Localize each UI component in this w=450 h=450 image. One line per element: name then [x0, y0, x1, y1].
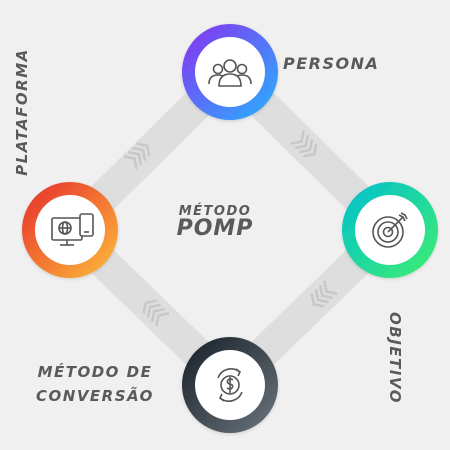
chevron-group-right-top — [290, 130, 318, 158]
label-plataforma: PLATAFORMA — [13, 48, 31, 176]
node-plataforma[interactable] — [22, 182, 118, 278]
label-persona: PERSONA — [283, 54, 380, 73]
center-title: MÉTODO POMP — [140, 204, 290, 241]
monitor-phone-icon — [51, 213, 94, 246]
chevron-group-left-top — [123, 142, 151, 170]
node-objetivo[interactable] — [342, 182, 438, 278]
label-objetivo: OBJETIVO — [386, 312, 404, 404]
node-persona[interactable] — [182, 24, 278, 120]
label-conversao: MÉTODO DE CONVERSÃO — [36, 360, 154, 408]
dollar-cycle-icon — [217, 368, 243, 402]
target-icon — [372, 212, 408, 248]
people-group-icon — [208, 59, 252, 87]
chevrons — [123, 130, 338, 327]
node-conversao[interactable] — [182, 337, 278, 433]
label-conversao-line1: MÉTODO DE — [37, 363, 153, 381]
chevron-group-right-bottom — [310, 280, 338, 308]
center-title-line2: POMP — [176, 216, 254, 241]
label-conversao-line2: CONVERSÃO — [36, 387, 154, 405]
center-title-line1: MÉTODO — [178, 204, 252, 219]
chevron-group-left-bottom — [142, 299, 170, 327]
